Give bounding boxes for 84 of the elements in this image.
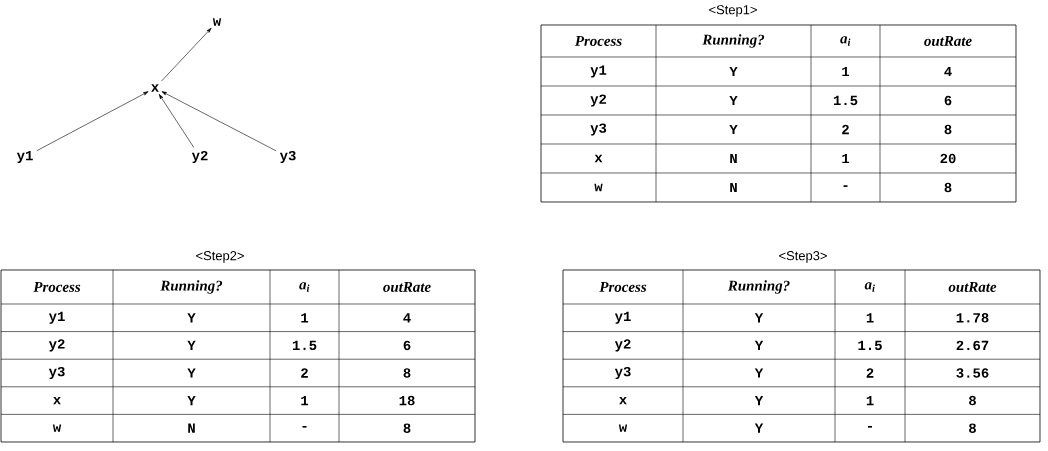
cell-value: 18: [399, 395, 415, 406]
cell-value: y3: [614, 366, 631, 380]
column-header: Process: [599, 282, 647, 292]
cell-value: 8: [969, 395, 976, 406]
cell-value: 6: [403, 340, 411, 351]
cell-value: Y: [754, 396, 764, 406]
node-label: y3: [279, 150, 296, 164]
cell-value: x: [594, 154, 603, 163]
cell-value: y2: [48, 339, 65, 352]
cell-value: Y: [754, 368, 764, 378]
cell-value: 1: [842, 66, 850, 77]
column-header: outRate: [383, 282, 431, 292]
cell-value: Y: [187, 313, 196, 323]
cell-value: Y: [729, 124, 738, 135]
cell-value: 20: [940, 153, 956, 164]
column-header: outRate: [948, 282, 997, 292]
cell-value: 8: [969, 423, 976, 433]
cell-value: 1.5: [833, 95, 858, 106]
cell-value: 6: [944, 95, 952, 106]
cell-value: 8: [944, 124, 952, 135]
column-header: a$_{i}$: [864, 282, 875, 292]
cell-value: 1: [866, 396, 874, 406]
cell-value: 4: [403, 313, 411, 323]
cell-value: 8: [944, 182, 952, 193]
cell-value: N: [188, 423, 195, 433]
cell-value: 1.5: [292, 340, 317, 351]
cell-value: Y: [754, 423, 764, 433]
cell-value: 2: [301, 368, 308, 378]
cell-value: Y: [187, 396, 196, 406]
cell-value: N: [730, 153, 737, 164]
cell-value: -: [302, 425, 307, 428]
column-header: Running?: [160, 280, 223, 294]
table-title: <Step1>: [709, 5, 757, 17]
node-label: x: [151, 84, 159, 92]
arrow: [161, 27, 212, 82]
cell-value: N: [730, 182, 737, 193]
cell-value: -: [843, 185, 848, 187]
cell-value: Y: [187, 368, 196, 378]
cell-value: y1: [590, 65, 607, 78]
cell-value: y3: [48, 366, 65, 380]
arrow: [36, 91, 149, 151]
cell-value: w: [594, 183, 603, 192]
cell-value: w: [52, 424, 62, 432]
cell-value: 8: [403, 423, 411, 433]
cell-value: Y: [754, 340, 764, 350]
cell-value: 1: [842, 153, 850, 164]
arrow: [161, 91, 277, 152]
arrow: [158, 94, 195, 148]
cell-value: 4: [944, 66, 952, 77]
cell-value: Y: [754, 313, 764, 323]
cell-value: y1: [614, 311, 631, 324]
cell-value: 1.78: [956, 313, 989, 323]
cell-value: y1: [48, 311, 65, 324]
column-header: Running?: [727, 280, 790, 294]
cell-value: -: [868, 425, 872, 428]
table-title: <Step2>: [196, 251, 244, 263]
cell-value: 3.56: [956, 368, 989, 378]
cell-value: 1.5: [858, 340, 882, 351]
cell-value: y2: [590, 94, 607, 107]
cell-value: 2: [842, 124, 849, 135]
cell-value: 1: [301, 396, 309, 406]
cell-value: x: [619, 396, 627, 405]
cell-value: 2: [866, 368, 874, 378]
cell-value: Y: [187, 340, 196, 350]
column-header: Running?: [702, 34, 765, 48]
cell-value: 1: [866, 313, 874, 323]
cell-value: w: [618, 424, 628, 432]
cell-value: y2: [614, 339, 631, 352]
column-header: a$_{i}$: [299, 282, 310, 292]
node-label: w: [212, 18, 222, 26]
cell-value: Y: [729, 66, 738, 77]
node-label: y2: [191, 150, 208, 164]
table-title: <Step3>: [779, 251, 827, 263]
node-label: y1: [16, 150, 33, 164]
cell-value: 2.67: [956, 340, 989, 351]
cell-value: x: [53, 396, 61, 405]
cell-value: Y: [729, 95, 738, 106]
cell-value: 1: [301, 313, 309, 323]
cell-value: 8: [403, 368, 411, 378]
column-header: outRate: [924, 36, 972, 46]
column-header: Process: [33, 282, 81, 292]
column-header: a$_{i}$: [840, 36, 851, 46]
column-header: Process: [574, 36, 622, 46]
cell-value: y3: [590, 123, 607, 136]
